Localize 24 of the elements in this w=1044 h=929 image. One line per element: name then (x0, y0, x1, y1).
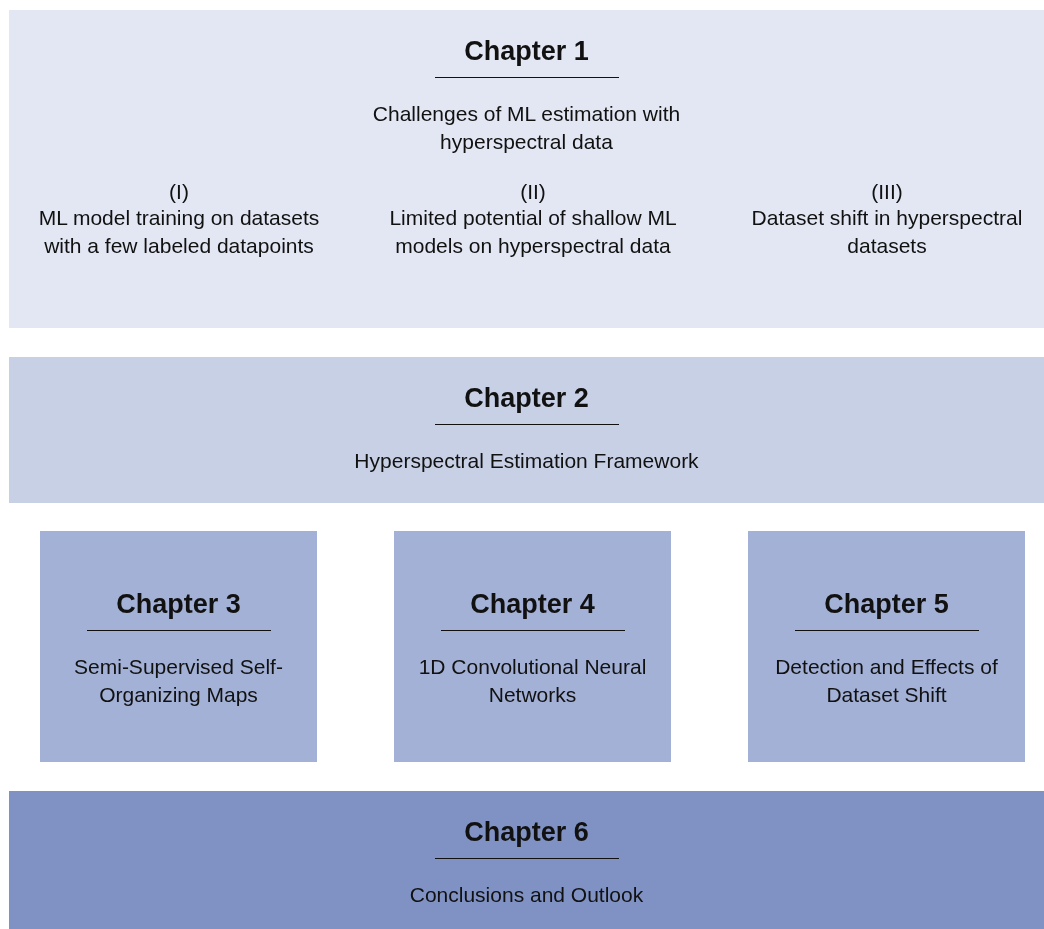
description-text: ML model training on datasets with a few labeled datapoints (37, 205, 321, 259)
description-text: 1D Convolutional Neural Networks (417, 654, 648, 708)
description-text: Challenges of ML estimation with hyperspectral data (371, 101, 682, 155)
chapter-panel (40, 531, 317, 762)
description-text: Hyperspectral Estimation Framework (353, 448, 700, 474)
numeral-label: (I) (168, 179, 190, 205)
numeral-label: (II) (519, 179, 547, 205)
chapter-heading: Chapter 5 (794, 589, 979, 631)
chapter-panel (394, 531, 671, 762)
chapter-heading: Chapter 1 (434, 36, 619, 78)
chapter-heading: Chapter 2 (434, 383, 619, 425)
chapter-panel (9, 357, 1044, 503)
description-text: Dataset shift in hyperspectral datasets (750, 205, 1024, 259)
description-text: Conclusions and Outlook (408, 882, 645, 908)
chapter-heading: Chapter 6 (434, 817, 619, 859)
description-text: Semi-Supervised Self-Organizing Maps (73, 654, 284, 708)
chapter-panel (748, 531, 1025, 762)
description-text: Detection and Effects of Dataset Shift (774, 654, 999, 708)
numeral-label: (III) (870, 179, 904, 205)
description-text: Limited potential of shallow ML models on hyperspectral data (388, 205, 678, 259)
chapter-panel (9, 10, 1044, 328)
chapter-heading: Chapter 3 (86, 589, 271, 631)
chapter-heading: Chapter 4 (440, 589, 625, 631)
chapter-panel (9, 791, 1044, 929)
